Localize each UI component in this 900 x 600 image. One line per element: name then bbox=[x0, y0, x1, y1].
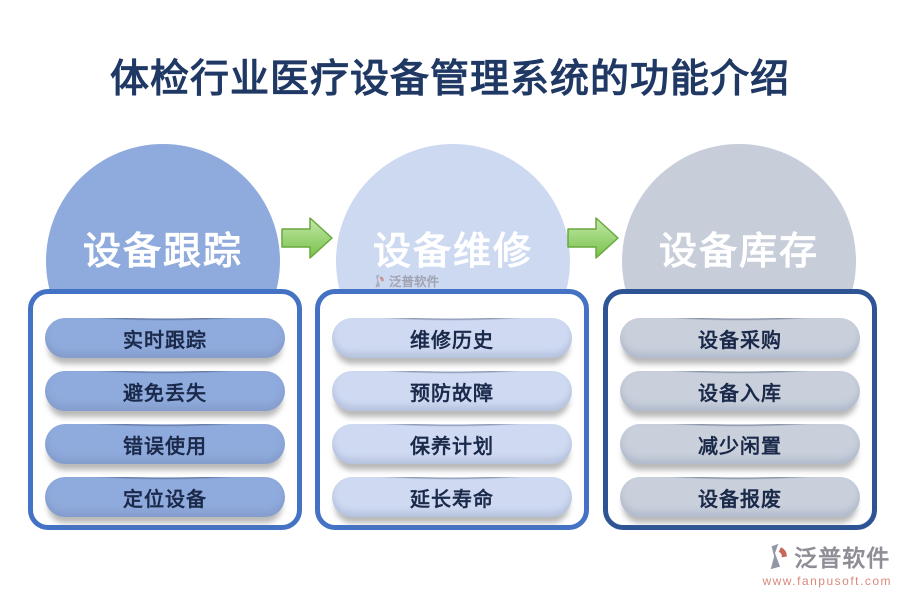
fanpu-logo-icon bbox=[375, 273, 384, 288]
panel-tracking: 实时跟踪 避免丢失 错误使用 定位设备 bbox=[28, 289, 302, 530]
watermark-brand: 泛普软件 bbox=[389, 275, 440, 289]
panel-inventory: 设备采购 设备入库 减少闲置 设备报废 bbox=[603, 289, 877, 530]
feature-label: 避免丢失 bbox=[123, 382, 207, 405]
watermark-url: www.fanpusoft.com bbox=[762, 574, 892, 588]
feature-pill: 设备入库 bbox=[620, 371, 860, 411]
right-arrow-icon bbox=[567, 217, 619, 259]
feature-label: 设备采购 bbox=[698, 329, 782, 352]
feature-label: 错误使用 bbox=[123, 435, 207, 458]
feature-pill: 维修历史 bbox=[332, 318, 572, 358]
feature-pill: 错误使用 bbox=[45, 424, 285, 464]
page-title: 体检行业医疗设备管理系统的功能介绍 bbox=[109, 58, 790, 101]
feature-pill: 避免丢失 bbox=[45, 371, 285, 411]
feature-pill: 预防故障 bbox=[332, 371, 572, 411]
watermark-brand: 泛普软件 bbox=[794, 545, 891, 571]
feature-label: 保养计划 bbox=[410, 435, 494, 458]
feature-label: 预防故障 bbox=[410, 382, 494, 405]
feature-pill: 延长寿命 bbox=[332, 477, 572, 517]
feature-pill: 保养计划 bbox=[332, 424, 572, 464]
feature-label: 延长寿命 bbox=[410, 488, 494, 511]
stage-label: 设备跟踪 bbox=[82, 230, 243, 273]
watermark-large: 泛普软件 www.fanpusoft.com bbox=[762, 539, 892, 588]
feature-label: 实时跟踪 bbox=[123, 329, 207, 352]
feature-pill: 减少闲置 bbox=[620, 424, 860, 464]
feature-label: 减少闲置 bbox=[698, 435, 782, 458]
fanpu-logo-icon bbox=[770, 543, 788, 569]
feature-label: 定位设备 bbox=[123, 488, 207, 511]
stage-label: 设备库存 bbox=[658, 230, 819, 273]
feature-label: 设备入库 bbox=[698, 382, 782, 405]
feature-pill: 定位设备 bbox=[45, 477, 285, 517]
panel-maintenance: 维修历史 预防故障 保养计划 延长寿命 bbox=[315, 289, 589, 530]
feature-pill: 实时跟踪 bbox=[45, 318, 285, 358]
stage-label: 设备维修 bbox=[372, 230, 533, 273]
right-arrow-icon bbox=[281, 217, 333, 259]
feature-label: 设备报废 bbox=[698, 488, 782, 511]
feature-pill: 设备报废 bbox=[620, 477, 860, 517]
feature-pill: 设备采购 bbox=[620, 318, 860, 358]
feature-label: 维修历史 bbox=[410, 329, 494, 352]
